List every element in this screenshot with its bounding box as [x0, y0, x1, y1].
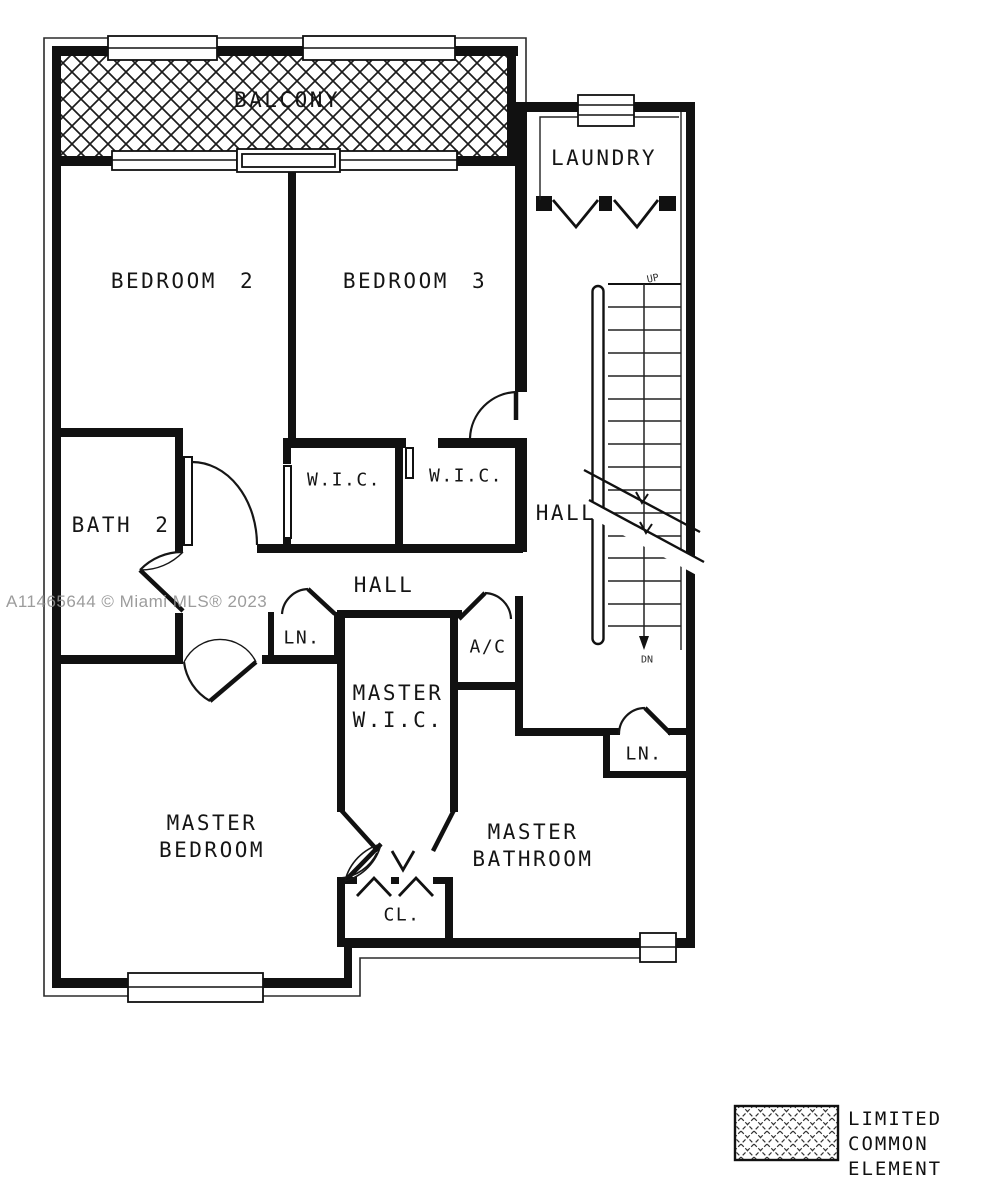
- legend-swatch: [733, 1104, 840, 1162]
- door-panels: [183, 447, 414, 546]
- stair-handrail: [591, 284, 605, 646]
- door-arcs: [139, 390, 646, 882]
- master-bedroom-line1: MASTER: [166, 811, 258, 835]
- room-label-wic-right: W.I.C.: [428, 465, 504, 487]
- balcony-hatch: [61, 56, 507, 156]
- legend-line3: ELEMENT: [848, 1158, 943, 1180]
- room-label-hall-lower: HALL: [353, 573, 415, 597]
- room-label-master-bathroom: MASTER BATHROOM: [472, 819, 593, 873]
- stairs: [581, 283, 707, 650]
- door-leaves: [138, 392, 673, 883]
- room-label-balcony: BALCONY: [233, 88, 341, 112]
- room-label-laundry: LAUNDRY: [550, 146, 658, 170]
- room-label-hall-upper: HALL: [535, 501, 597, 525]
- room-label-master-bedroom: MASTER BEDROOM: [159, 810, 265, 864]
- master-wic-line2: W.I.C.: [352, 708, 444, 732]
- master-wic-line1: MASTER: [352, 681, 444, 705]
- room-label-master-wic: MASTER W.I.C.: [353, 680, 444, 734]
- room-label-wic-left: W.I.C.: [306, 469, 382, 491]
- room-label-bath2: BATH 2: [71, 513, 171, 537]
- stairs-down-label: DN: [640, 654, 654, 666]
- room-label-linen1: LN.: [283, 627, 321, 649]
- room-label-bedroom2: BEDROOM 2: [110, 269, 256, 293]
- master-bathroom-line2: BATHROOM: [472, 847, 594, 871]
- mls-watermark: A11465644 © Miami MLS® 2023: [6, 592, 268, 611]
- legend-line1: LIMITED: [848, 1108, 943, 1130]
- walls: [52, 46, 695, 988]
- outer-boundary-line: [43, 37, 676, 997]
- room-label-bedroom3: BEDROOM 3: [342, 269, 488, 293]
- legend-line2: COMMON: [848, 1133, 929, 1155]
- room-label-ac: A/C: [469, 636, 507, 658]
- window-mullions: [108, 47, 676, 988]
- room-label-closet: CL.: [383, 904, 421, 926]
- legend-label: LIMITED COMMON ELEMENT: [848, 1107, 942, 1182]
- bifold-doors: [355, 199, 660, 897]
- master-bedroom-line2: BEDROOM: [158, 838, 266, 862]
- room-label-linen2: LN.: [625, 743, 663, 765]
- master-bathroom-line1: MASTER: [487, 820, 579, 844]
